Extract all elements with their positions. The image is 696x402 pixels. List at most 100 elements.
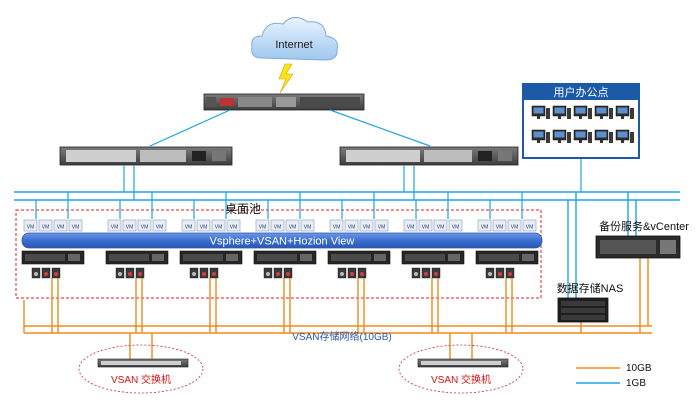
esxi-host: VM VM VM VM [21, 192, 85, 279]
desktop-pool-frame [15, 209, 542, 299]
workstation-icon [594, 129, 613, 143]
vm-label: VM [378, 225, 386, 231]
esxi-host: VM VM VM VM [475, 192, 539, 279]
vm-icon [38, 219, 53, 232]
vm-icon [477, 219, 492, 232]
vm-label: VM [185, 225, 193, 231]
workstation-icon [552, 129, 571, 143]
desktop-pool-label: 桌面池 [225, 202, 261, 216]
office-label: 用户办公点 [554, 85, 609, 99]
vm-label: VM [363, 225, 371, 231]
vm-icon [211, 219, 226, 232]
vm-label: VM [42, 225, 50, 231]
nas-storage-icon [557, 297, 609, 323]
vm-label: VM [526, 225, 534, 231]
esxi-host: VM VM VM VM [253, 192, 317, 279]
vm-label: VM [422, 225, 430, 231]
core-switch-left-icon [59, 146, 233, 166]
vm-label: VM [348, 225, 356, 231]
vm-label: VM [452, 225, 460, 231]
vm-label: VM [215, 225, 223, 231]
vsphere-label: Vsphere+VSAN+Hozion View [210, 236, 355, 248]
vm-label: VM [304, 225, 312, 231]
vm-icon [23, 219, 38, 232]
vm-label: VM [156, 225, 164, 231]
vm-label: VM [333, 225, 341, 231]
vm-icon [255, 219, 270, 232]
vm-icon [374, 219, 389, 232]
vm-label: VM [57, 225, 65, 231]
legend-10gb-label: 10GB [626, 363, 652, 374]
office-box [522, 83, 640, 159]
vm-icon [507, 219, 522, 232]
vm-label: VM [289, 225, 297, 231]
vm-icon [270, 219, 285, 232]
vm-icon [53, 219, 68, 232]
vm-label: VM [259, 225, 267, 231]
vm-label: VM [27, 225, 35, 231]
vm-label: VM [437, 225, 445, 231]
vm-label: VM [141, 225, 149, 231]
workstation-icon [594, 105, 613, 119]
vm-icon [448, 219, 463, 232]
vm-icon [181, 219, 196, 232]
router-icon [203, 93, 365, 111]
vsan-switch-right-frame [398, 344, 524, 394]
esxi-host: VM VM VM VM [401, 192, 465, 279]
vm-label: VM [126, 225, 134, 231]
vsphere-bar [21, 232, 543, 249]
office-workstations [531, 105, 634, 143]
workstation-icon [615, 105, 634, 119]
vm-label: VM [407, 225, 415, 231]
vm-icon [122, 219, 137, 232]
nas-label: 数据存储NAS [557, 281, 624, 295]
vm-label: VM [72, 225, 80, 231]
vsan-storage-network [23, 258, 652, 359]
esxi-host: VM VM VM VM [105, 192, 169, 279]
vm-icon [285, 219, 300, 232]
vm-icon [359, 219, 374, 232]
vm-icon [344, 219, 359, 232]
workstation-icon [531, 105, 550, 119]
vm-label: VM [511, 225, 519, 231]
vm-icon [152, 219, 167, 232]
core-switch-drops [123, 165, 415, 200]
backup-server-icon [595, 235, 681, 259]
workstation-icon [552, 105, 571, 119]
vm-icon [196, 219, 211, 232]
lightning-bolt-icon [278, 63, 294, 94]
one-gb-uplinks [149, 109, 431, 147]
vsan-switch-right-label: VSAN 交换机 [431, 373, 491, 386]
vm-icon [329, 219, 344, 232]
internet-label: Internet [275, 39, 312, 51]
distribution-bus [14, 191, 680, 298]
vm-label: VM [200, 225, 208, 231]
vsan-switch-right-icon [417, 358, 509, 368]
internet-cloud-icon [251, 17, 338, 61]
backup-label: 备份服务&vCenter [599, 219, 689, 233]
vm-icon [433, 219, 448, 232]
vm-label: VM [230, 225, 238, 231]
esxi-host: VM VM VM VM [179, 192, 243, 279]
vm-icon [403, 219, 418, 232]
core-switch-right-icon [339, 146, 519, 166]
vm-label: VM [496, 225, 504, 231]
legend-1gb-label: 1GB [626, 378, 646, 389]
vsan-switch-left-label: VSAN 交换机 [111, 373, 171, 386]
vm-icon [226, 219, 241, 232]
vm-label: VM [111, 225, 119, 231]
workstation-icon [531, 129, 550, 143]
vm-icon [300, 219, 315, 232]
vm-label: VM [274, 225, 282, 231]
esxi-host: VM VM VM VM [327, 192, 391, 279]
workstation-icon [573, 105, 592, 119]
vsan-network-label: VSAN存储网络(10GB) [292, 330, 391, 343]
vm-icon [68, 219, 83, 232]
vm-icon [107, 219, 122, 232]
vsan-switch-left-frame [78, 344, 204, 394]
vm-label: VM [481, 225, 489, 231]
vm-icon [137, 219, 152, 232]
workstation-icon [573, 129, 592, 143]
